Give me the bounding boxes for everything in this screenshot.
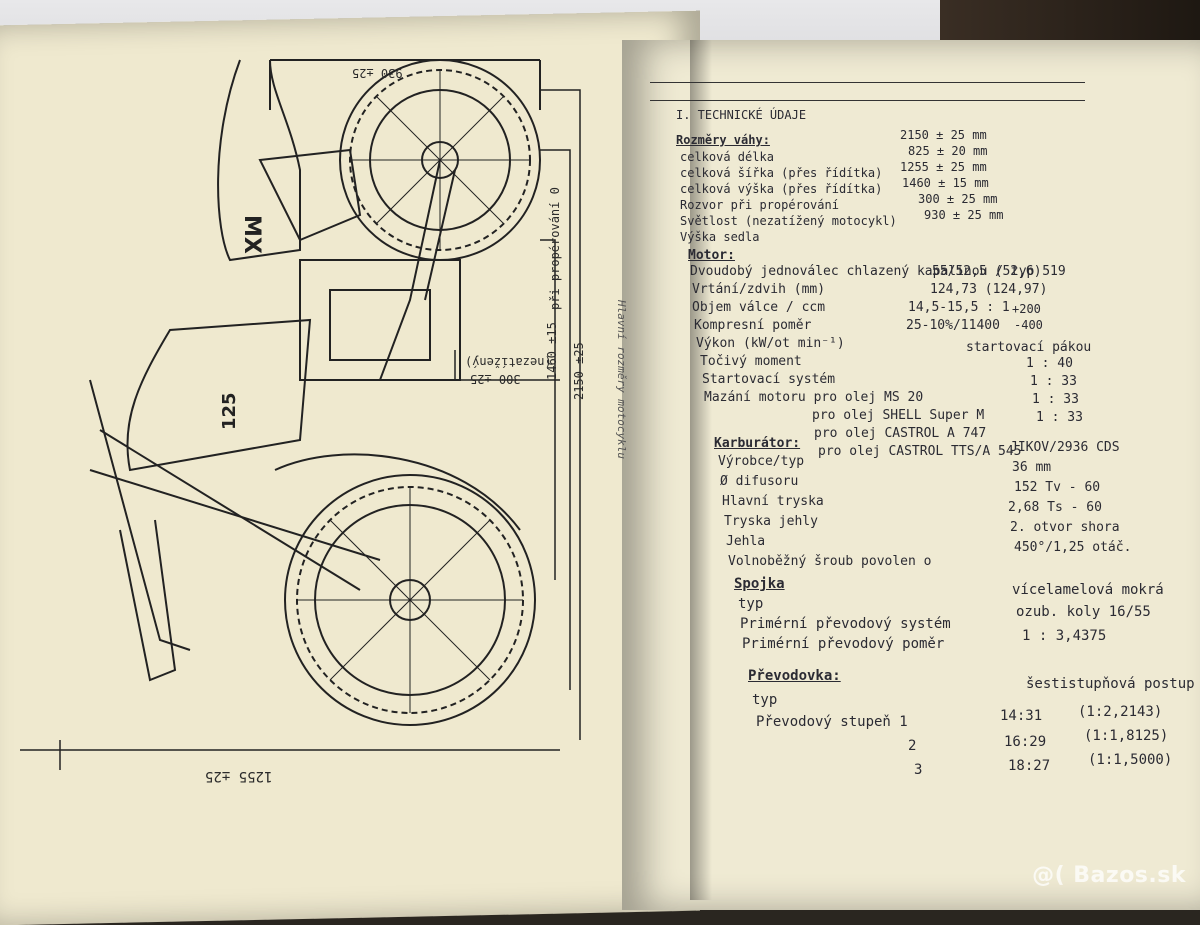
motorcycle-drawing: MX 125 xyxy=(0,0,700,900)
motor-label-5: Výkon (kW/ot min⁻¹) xyxy=(696,336,845,351)
right-page xyxy=(622,40,1200,910)
rpm-minus: -400 xyxy=(1014,318,1043,332)
tank-text: MX xyxy=(239,215,264,254)
karburator-value-4: 2,68 Ts - 60 xyxy=(1008,500,1102,515)
rozmery-value-2: 825 ± 20 mm xyxy=(908,144,988,158)
rpm-plus: +200 xyxy=(1012,302,1041,316)
motor-value-4: 14,5-15,5 : 1 xyxy=(908,300,1010,315)
prevodovka-typ-value: šestistupňová postup xyxy=(1026,676,1195,692)
karburator-label-4: Tryska jehly xyxy=(724,514,818,529)
rozmery-value-1: 2150 ± 25 mm xyxy=(900,128,987,142)
spojka-value-2: ozub. koly 16/55 xyxy=(1016,604,1151,620)
spojka-heading: Spojka xyxy=(734,576,785,592)
motor-value-9: 1 : 33 xyxy=(1030,374,1077,389)
karburator-value-5: 2. otvor shora xyxy=(1010,520,1120,535)
motor-row-1: Dvoudobý jednoválec chlazený kapalinou /… xyxy=(690,264,1066,279)
karburator-value-6: 450°/1,25 otáč. xyxy=(1014,540,1132,555)
motor-heading: Motor: xyxy=(688,248,735,263)
rozmery-value-4: 1460 ± 15 mm xyxy=(902,176,989,190)
motor-value-3: 124,73 (124,97) xyxy=(930,282,1048,297)
rozmery-value-6: 930 ± 25 mm xyxy=(924,208,1004,222)
rozmery-label-6: Výška sedla xyxy=(680,230,760,244)
spojka-label-1: typ xyxy=(738,596,764,612)
motor-label-2: Vrtání/zdvih (mm) xyxy=(692,282,826,297)
gear-3-number: 3 xyxy=(914,762,923,778)
spojka-label-3: Primérní převodový poměr xyxy=(742,636,945,652)
motor-label-6: Točivý moment xyxy=(700,354,802,369)
motor-value-11: 1 : 33 xyxy=(1036,410,1083,425)
motor-value-10: 1 : 33 xyxy=(1032,392,1079,407)
prevodovka-typ-label: typ xyxy=(752,692,778,708)
gear-2-number: 2 xyxy=(908,738,917,754)
motor-label-10: pro olej CASTROL A 747 xyxy=(814,426,987,441)
rozmery-label-2: celková šířka (přes řídítka) xyxy=(680,166,883,180)
section-title: I. TECHNICKÉ ÚDAJE xyxy=(676,108,807,122)
karburator-label-1: Výrobce/typ xyxy=(718,454,805,469)
karburator-label-3: Hlavní tryska xyxy=(722,494,824,509)
rozmery-label-5: Světlost (nezatížený motocykl) xyxy=(680,214,897,228)
motor-label-11: pro olej CASTROL TTS/A 545 xyxy=(818,444,1022,459)
title-rule xyxy=(650,100,1085,101)
motor-label-9: pro olej SHELL Super M xyxy=(812,408,985,423)
motor-value-5: 25-10%/11400 xyxy=(906,318,1000,333)
rozmery-label-3: celková výška (přes řídítka) xyxy=(680,182,883,196)
karburator-value-3: 152 Tv - 60 xyxy=(1014,480,1101,495)
rozmery-value-3: 1255 ± 25 mm xyxy=(900,160,987,174)
gear-1-teeth: 14:31 xyxy=(1000,708,1043,724)
prevodovka-heading: Převodovka: xyxy=(748,668,841,684)
motor-label-4: Kompresní poměr xyxy=(694,318,812,333)
motor-label-7: Startovací systém xyxy=(702,372,836,387)
motor-value-2: 55/52,5 (52,6) xyxy=(932,264,1042,279)
motor-label-3: Objem válce / ccm xyxy=(692,300,826,315)
karburator-label-2: Ø difusoru xyxy=(720,474,799,489)
rozmery-heading: Rozměry váhy: xyxy=(676,133,770,147)
book-gutter xyxy=(690,40,712,900)
karburator-value-1: JIKOV/2936 CDS xyxy=(1010,440,1120,455)
karburator-value-2: 36 mm xyxy=(1012,460,1052,475)
watermark: @( Bazos.sk xyxy=(1032,863,1186,888)
karburator-label-6: Volnoběžný šroub povolen o xyxy=(728,554,932,569)
gear-2-ratio: (1:1,8125) xyxy=(1084,728,1169,744)
motor-label-8: Mazání motoru pro olej MS 20 xyxy=(704,390,924,405)
spojka-label-2: Primérní převodový systém xyxy=(740,616,951,632)
prevodovka-stupen-label: Převodový stupeň 1 xyxy=(756,714,908,730)
gear-3-teeth: 18:27 xyxy=(1008,758,1051,774)
spec-sheet: I. TECHNICKÉ ÚDAJE Rozměry váhy: celková… xyxy=(650,82,1195,778)
rozmery-label-1: celková délka xyxy=(680,150,774,164)
spojka-value-1: vícelamelová mokrá xyxy=(1012,582,1164,598)
gear-1-ratio: (1:2,2143) xyxy=(1078,704,1163,720)
karburator-label-5: Jehla xyxy=(726,534,766,549)
rozmery-value-5: 300 ± 25 mm xyxy=(918,192,998,206)
rozmery-label-4: Rozvor při propérování xyxy=(680,198,839,212)
gear-2-teeth: 16:29 xyxy=(1004,734,1047,750)
top-rule xyxy=(650,82,1085,83)
gear-3-ratio: (1:1,5000) xyxy=(1088,752,1173,768)
spojka-value-3: 1 : 3,4375 xyxy=(1022,628,1107,644)
motor-value-8: 1 : 40 xyxy=(1026,356,1073,371)
motor-value-7: startovací pákou xyxy=(966,340,1092,355)
karburator-heading: Karburátor: xyxy=(714,436,801,451)
number-plate: 125 xyxy=(219,392,240,430)
